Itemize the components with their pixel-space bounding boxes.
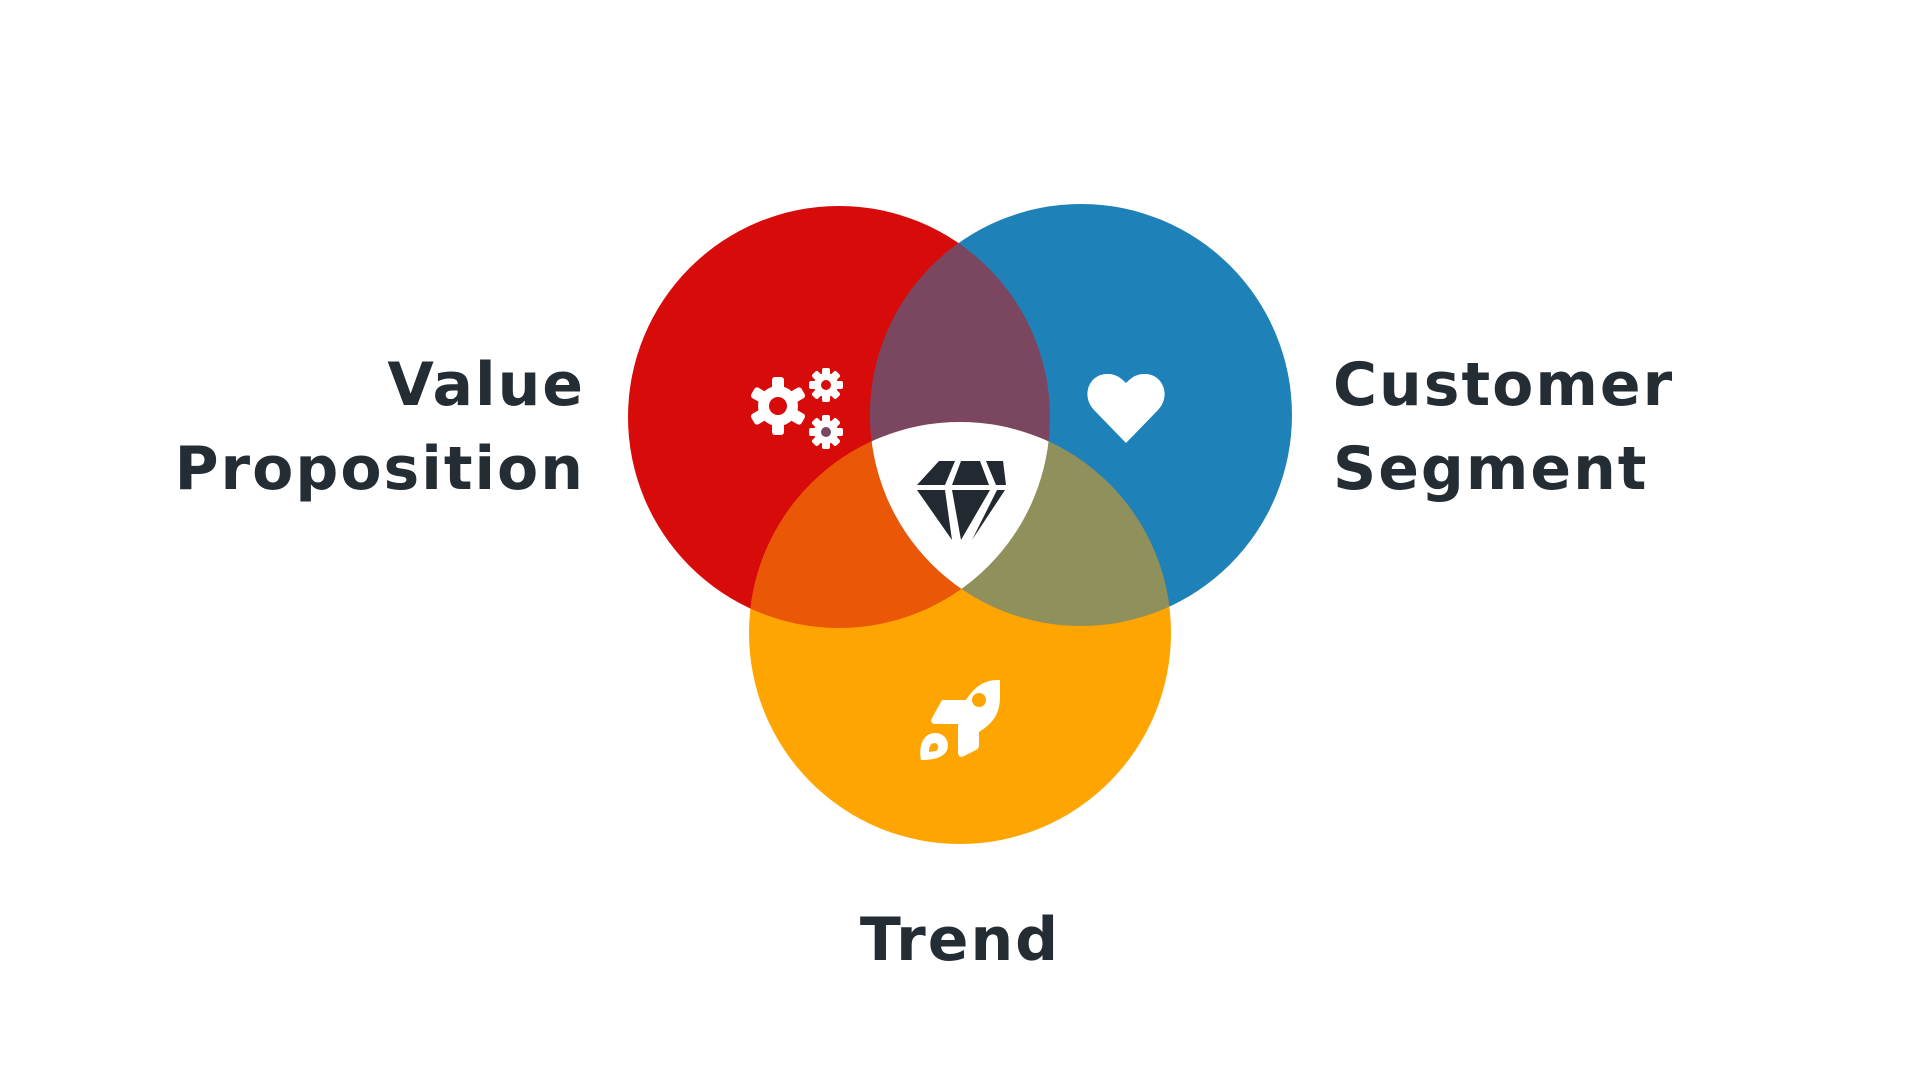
customer-segment-label: Customer Segment [1333,343,1674,511]
diamond-icon [917,461,1006,540]
trend-label: Trend [859,905,1061,975]
heart-icon [1087,373,1165,443]
value-proposition-label-line1: Value [387,350,585,420]
value-proposition-label-line2: Proposition [174,434,585,504]
overlap-value-trend [749,422,1050,628]
rocket-icon [920,680,1005,760]
value-proposition-label: Value Proposition [175,343,585,511]
customer-segment-label-line1: Customer [1333,350,1675,420]
customer-segment-label-line2: Segment [1333,434,1649,504]
overlap-customer-trend [870,422,1171,626]
gears-icon [750,368,843,449]
